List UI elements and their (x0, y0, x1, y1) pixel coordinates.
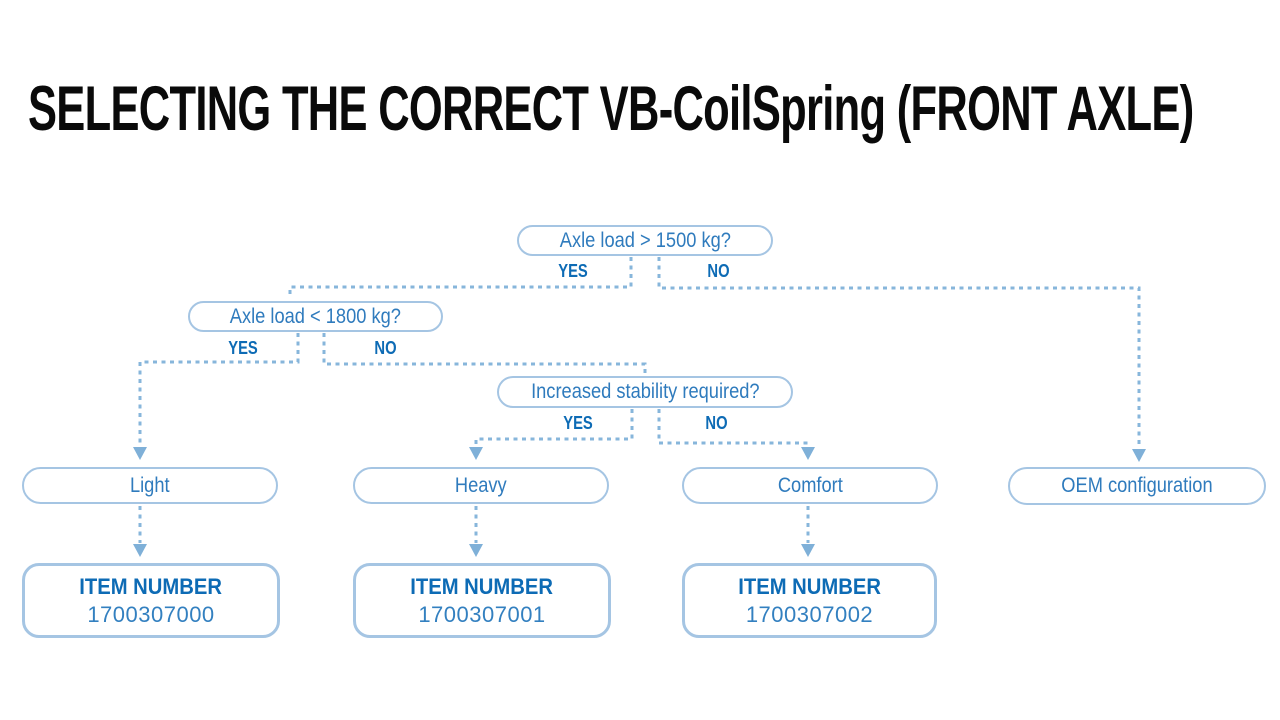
arrow-down-icon (133, 447, 147, 460)
arrow-down-icon (1132, 449, 1146, 462)
page-title: SELECTING THE CORRECT VB-CoilSpring (FRO… (28, 78, 1280, 144)
outcome-label: Light (130, 473, 170, 497)
item-number-heading: ITEM NUMBER (410, 573, 554, 599)
arrow-down-icon (801, 447, 815, 460)
item-number-value: 1700307001 (418, 601, 546, 627)
connector-d2-no (322, 333, 647, 374)
connector-d3-yes (474, 409, 634, 446)
item-number-heading: ITEM NUMBER (738, 573, 881, 599)
outcome-node-heavy: Heavy (353, 467, 609, 504)
page-title-text: SELECTING THE CORRECT VB-CoilSpring (FRO… (28, 74, 1194, 144)
item-number-box-comfort: ITEM NUMBER 1700307002 (682, 563, 937, 638)
decision-question: Axle load > 1500 kg? (559, 228, 731, 252)
decision-question: Axle load < 1800 kg? (229, 304, 402, 328)
item-number-box-light: ITEM NUMBER 1700307000 (22, 563, 280, 638)
outcome-node-oem-configuration: OEM configuration (1008, 467, 1266, 505)
branch-label-yes: YES (228, 338, 258, 358)
arrow-down-icon (469, 544, 483, 557)
decision-node-stability: Increased stability required? (497, 376, 793, 408)
branch-label-yes: YES (563, 413, 593, 433)
item-number-heading: ITEM NUMBER (79, 573, 223, 599)
arrow-down-icon (801, 544, 815, 557)
outcome-label: Heavy (455, 473, 507, 497)
branch-label-no: NO (706, 261, 730, 281)
outcome-label: Comfort (777, 473, 843, 497)
branch-label-yes: YES (558, 261, 588, 281)
outcome-label: OEM configuration (1061, 474, 1213, 497)
outcome-node-comfort: Comfort (682, 467, 938, 504)
connector-d1-yes (288, 257, 633, 298)
item-number-value: 1700307002 (745, 601, 874, 627)
item-number-value: 1700307000 (87, 601, 215, 627)
decision-node-axle-load-1500: Axle load > 1500 kg? (517, 225, 773, 256)
decision-node-axle-load-1800: Axle load < 1800 kg? (188, 301, 443, 332)
branch-label-no: NO (373, 338, 397, 358)
connector-d3-no (657, 409, 810, 446)
branch-label-no: NO (704, 413, 728, 433)
decision-question: Increased stability required? (530, 380, 760, 403)
outcome-node-light: Light (22, 467, 278, 504)
arrow-down-icon (469, 447, 483, 460)
item-number-box-heavy: ITEM NUMBER 1700307001 (353, 563, 611, 638)
arrow-down-icon (133, 544, 147, 557)
